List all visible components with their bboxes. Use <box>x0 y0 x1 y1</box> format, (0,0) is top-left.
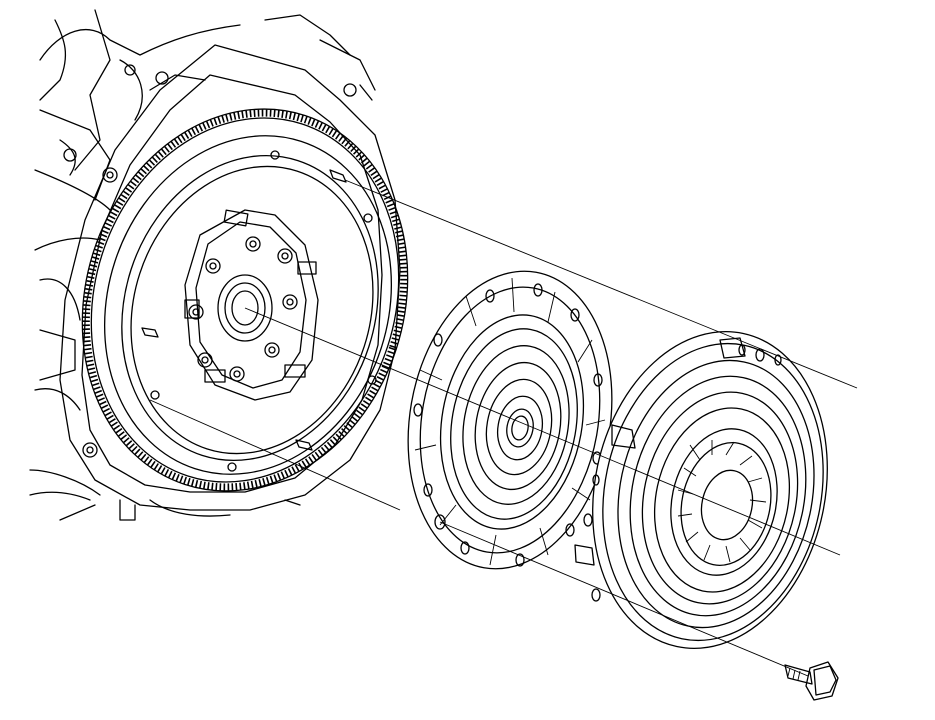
alignment-lines <box>149 179 858 677</box>
mounting-bolt <box>784 661 839 701</box>
hub-bolts <box>188 236 298 382</box>
engine-block <box>29 9 376 521</box>
pressure-plate <box>574 331 828 649</box>
flywheel <box>81 108 409 492</box>
